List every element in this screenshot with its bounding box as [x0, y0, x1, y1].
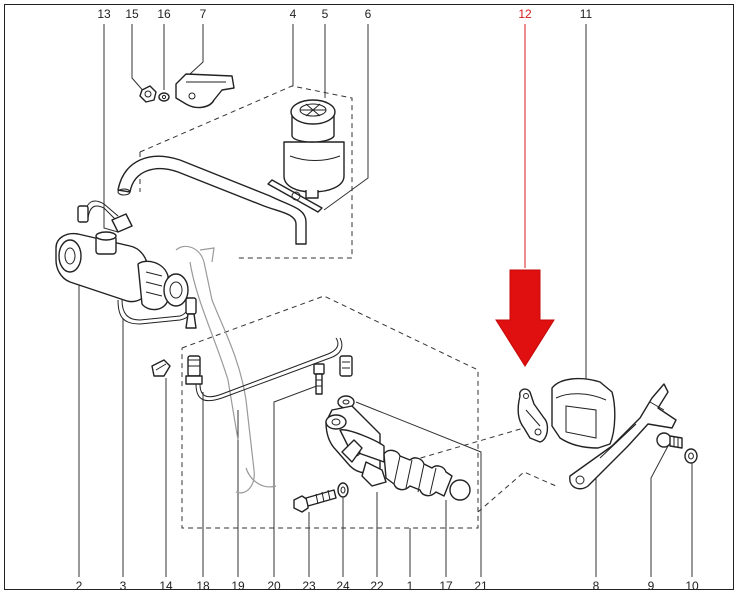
callout-5[interactable]: 5: [322, 7, 329, 21]
pipe-part-3[interactable]: [117, 297, 197, 329]
clip-part-14[interactable]: [151, 359, 171, 377]
nut-part-15[interactable]: [139, 85, 157, 103]
diagram-frame: [4, 4, 734, 590]
callout-4[interactable]: 4: [290, 7, 297, 21]
bracket-part-22[interactable]: [341, 439, 363, 463]
washer-part-10[interactable]: [684, 448, 698, 464]
pedal-ghost-outline: [175, 245, 277, 494]
callout-3[interactable]: 3: [120, 579, 127, 593]
callout-12[interactable]: 12: [518, 7, 532, 21]
reservoir-part-5[interactable]: [283, 99, 345, 199]
callout-16[interactable]: 16: [157, 7, 171, 21]
pushrod-boot-part-17[interactable]: [383, 449, 471, 501]
callout-6[interactable]: 6: [365, 7, 372, 21]
callout-14[interactable]: 14: [159, 579, 173, 593]
bolt-part-23[interactable]: [293, 489, 337, 513]
hose-part-4[interactable]: [117, 155, 307, 245]
leader-lines: [78, 24, 693, 577]
callout-23[interactable]: 23: [302, 579, 316, 593]
clip-part-12[interactable]: [517, 388, 549, 443]
washer-part-16[interactable]: [158, 92, 170, 102]
callout-18[interactable]: 18: [196, 579, 210, 593]
callout-1[interactable]: 1: [407, 579, 414, 593]
callout-10[interactable]: 10: [685, 579, 699, 593]
bracket-part-7[interactable]: [175, 73, 235, 109]
master-cylinder-part-2[interactable]: [55, 231, 189, 311]
hose-connector-part-18[interactable]: [185, 355, 203, 385]
callout-24[interactable]: 24: [336, 579, 350, 593]
bleed-nipple-part-20[interactable]: [313, 363, 325, 395]
callout-19[interactable]: 19: [231, 579, 245, 593]
ball-stud-part-9[interactable]: [656, 432, 683, 449]
washer-part-24[interactable]: [337, 482, 349, 498]
down-arrow-icon: [495, 269, 555, 367]
clutch-line-part-19[interactable]: [195, 337, 353, 402]
release-fork-part-8[interactable]: [569, 383, 677, 490]
hose-clip-part-6[interactable]: [267, 179, 323, 213]
callout-7[interactable]: 7: [200, 7, 207, 21]
callout-8[interactable]: 8: [593, 579, 600, 593]
top-callouts: 13 15 16 7 4 5 6 12 11: [97, 7, 592, 21]
pipe-part-13[interactable]: [77, 200, 133, 233]
callout-21[interactable]: 21: [474, 579, 488, 593]
callout-15[interactable]: 15: [125, 7, 139, 21]
bottom-callouts: 2 3 14 18 19 20 23 24 22 1 17 21 8 9 10: [76, 579, 699, 593]
rubber-boot-part-11[interactable]: [551, 377, 616, 449]
callout-11[interactable]: 11: [580, 7, 593, 21]
callout-13[interactable]: 13: [97, 7, 111, 21]
callout-20[interactable]: 20: [267, 579, 281, 593]
callout-9[interactable]: 9: [648, 579, 655, 593]
callout-2[interactable]: 2: [76, 579, 83, 593]
callout-17[interactable]: 17: [439, 579, 453, 593]
callout-22[interactable]: 22: [370, 579, 384, 593]
